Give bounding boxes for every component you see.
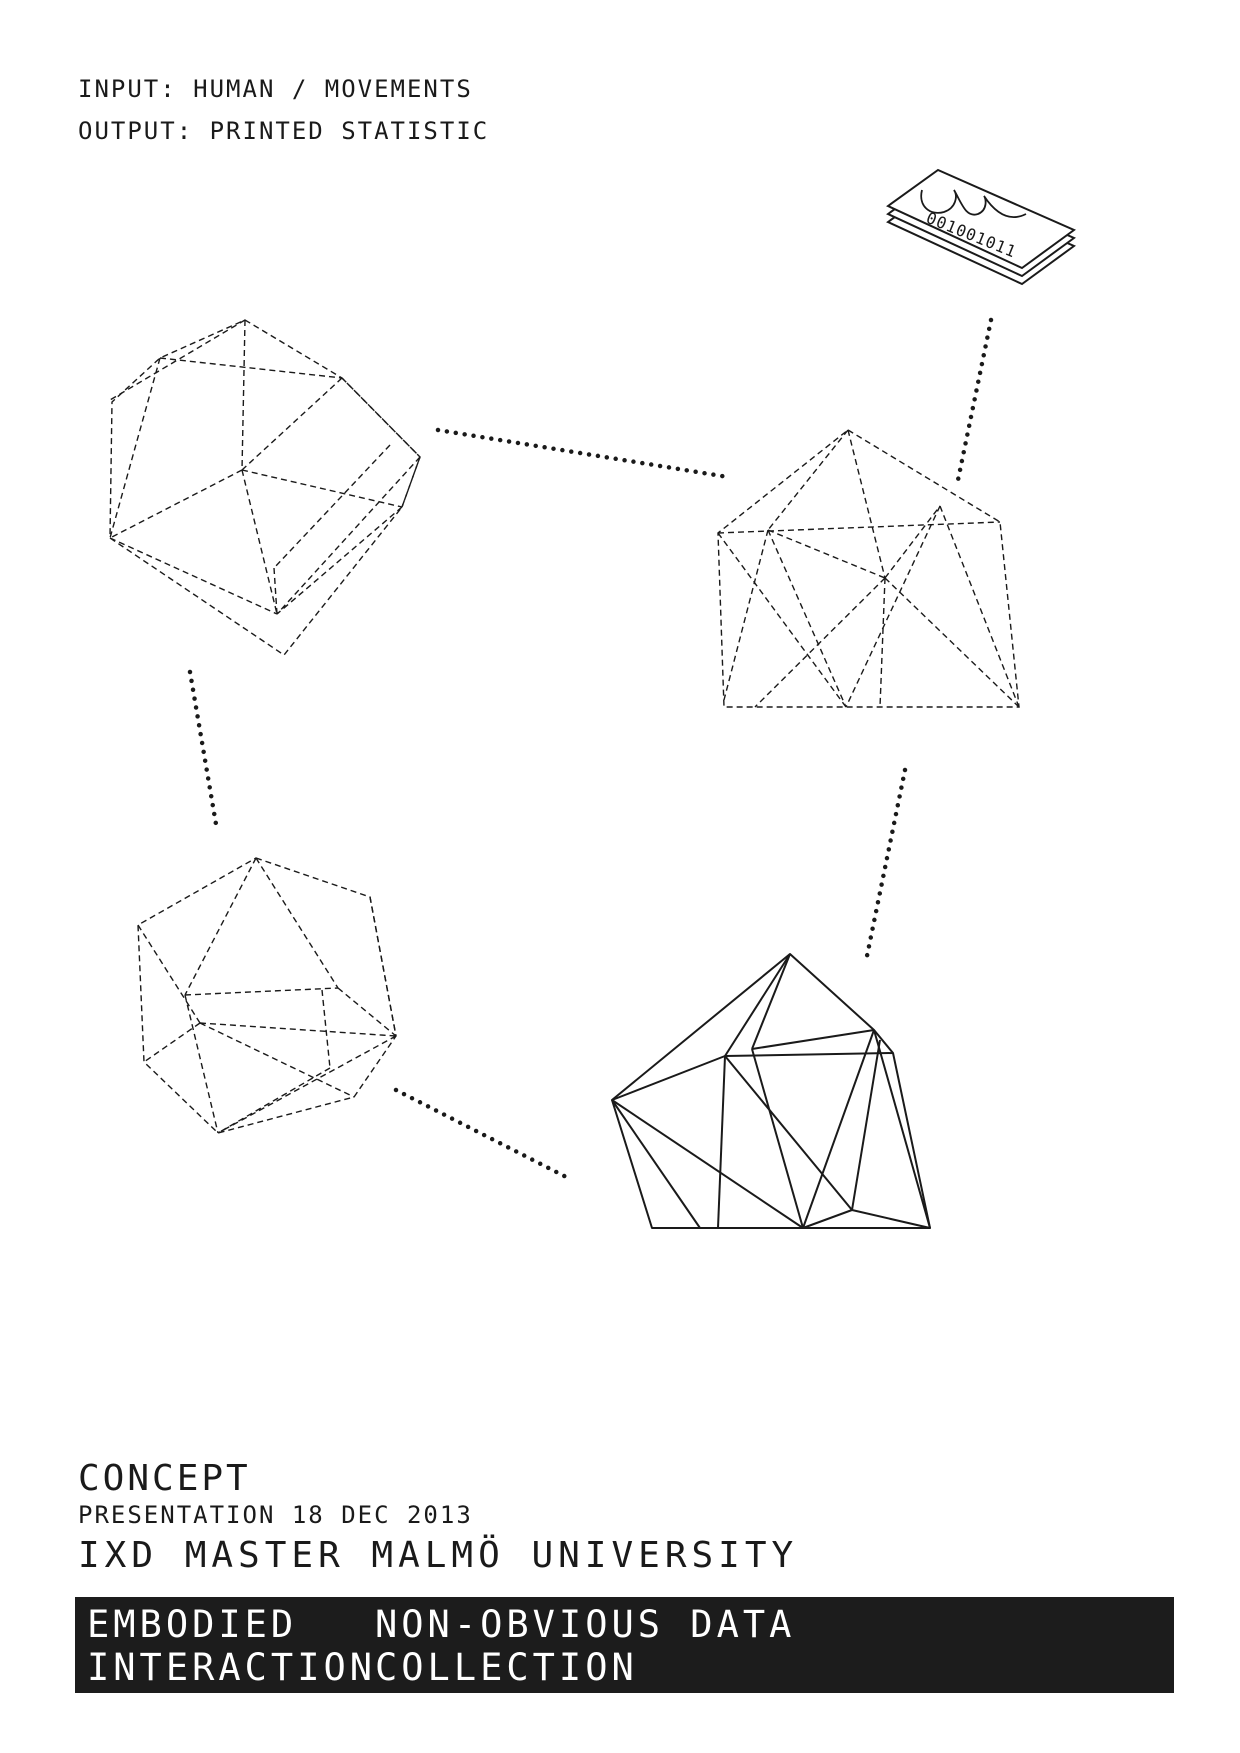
output-line: OUTPUT: PRINTED STATISTIC bbox=[78, 117, 490, 145]
course-banner: EMBODIED INTERACTION NON-OBVIOUS DATA CO… bbox=[75, 1597, 1174, 1693]
dotted-connectors bbox=[187, 317, 994, 1183]
header-block: INPUT: HUMAN / MOVEMENTS OUTPUT: PRINTED… bbox=[78, 68, 489, 152]
polyhedron-top-right bbox=[717, 429, 1020, 708]
polyhedron-middle-left bbox=[137, 857, 397, 1134]
banner-course-line-2: INTERACTION bbox=[87, 1646, 377, 1689]
connector-left bbox=[187, 669, 220, 833]
banner-topic-line-2: COLLECTION bbox=[375, 1646, 638, 1689]
connector-to-receipt bbox=[955, 317, 994, 483]
connector-top bbox=[435, 427, 731, 480]
polyhedron-bottom-right bbox=[611, 953, 931, 1229]
footer-block: CONCEPT PRESENTATION 18 DEC 2013 IXD MAS… bbox=[78, 1458, 798, 1578]
concept-title: CONCEPT bbox=[78, 1458, 251, 1499]
university-line: IXD MASTER MALMÖ UNIVERSITY bbox=[78, 1535, 799, 1576]
banner-topic-line-1: NON-OBVIOUS DATA bbox=[375, 1603, 796, 1646]
input-line: INPUT: HUMAN / MOVEMENTS bbox=[78, 75, 473, 103]
printed-receipt: 001001011 bbox=[886, 168, 1076, 286]
polyhedron-top-left bbox=[109, 319, 421, 656]
banner-course-line-1: EMBODIED bbox=[87, 1603, 298, 1646]
banner-course: EMBODIED INTERACTION bbox=[87, 1603, 376, 1689]
receipt-signature bbox=[920, 189, 1027, 218]
connector-right bbox=[864, 767, 908, 959]
connector-bottom bbox=[393, 1087, 575, 1183]
banner-topic: NON-OBVIOUS DATA COLLECTION bbox=[375, 1603, 795, 1689]
presentation-date: PRESENTATION 18 DEC 2013 bbox=[78, 1501, 473, 1529]
